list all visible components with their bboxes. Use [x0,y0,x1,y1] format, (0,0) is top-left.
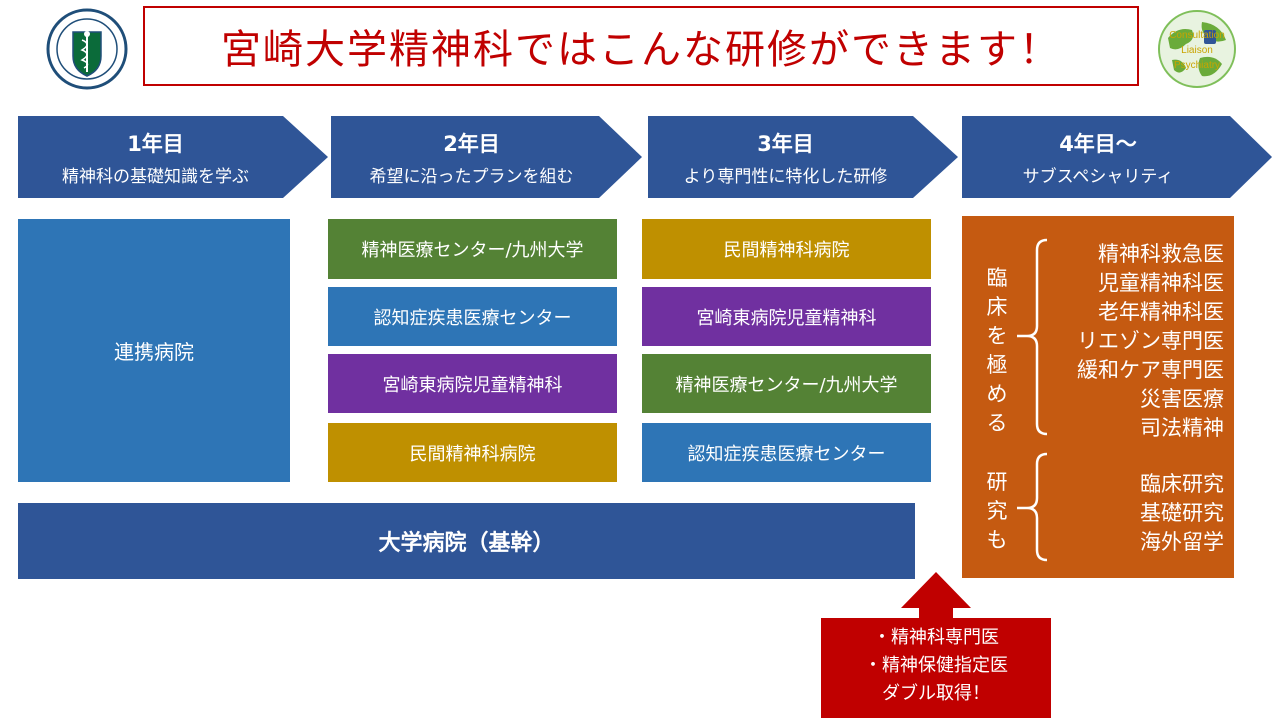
research-label: 研究も [986,470,1008,552]
year-2-label: 2年目 [443,131,500,156]
year2-item-2-label: 認知症疾患医療センター [373,307,572,329]
research-item: 海外留学 [1140,530,1224,554]
year-4-arrow: 4年目〜 サブスペシャリティ [962,116,1272,198]
clinical-list: 精神科救急医 児童精神科医 老年精神科医 リエゾン専門医 緩和ケア専門医 災害医… [1077,240,1224,443]
year2-item-1-label: 精神医療センター/九州大学 [361,240,584,261]
year3-item-2-label: 宮崎東病院児童精神科 [696,307,877,329]
research-item: 基礎研究 [1140,501,1224,525]
title-banner: 宮崎大学精神科ではこんな研修ができます！ [143,6,1139,86]
year3-item-2: 宮崎東病院児童精神科 [642,287,931,346]
year-2-arrow: 2年目 希望に沿ったプランを組む [331,116,642,198]
clinical-bracket [1017,238,1048,436]
logo-line-3: Psychiatry [1174,60,1220,71]
year3-item-1: 民間精神科病院 [642,219,931,279]
year-4-label: 4年目〜 [1059,131,1137,156]
year2-item-3: 宮崎東病院児童精神科 [328,354,617,413]
year2-item-1: 精神医療センター/九州大学 [328,219,617,279]
year-1-arrow: 1年目 精神科の基礎知識を学ぶ [18,116,328,198]
clinical-label: 臨床を極める [986,266,1008,435]
year2-item-4: 民間精神科病院 [328,423,617,482]
university-hospital-label: 大学病院（基幹） [378,531,555,556]
university-hospital-bar: 大学病院（基幹） [18,503,915,579]
research-list: 臨床研究 基礎研究 海外留学 [1140,470,1224,557]
year-3-label: 3年目 [757,131,814,156]
year2-item-2: 認知症疾患医療センター [328,287,617,346]
callout-text: ・精神科専門医 ・精神保健指定医 ダブル取得！ [821,624,1051,708]
clinical-item: 老年精神科医 [1098,300,1224,324]
year2-item-4-label: 民間精神科病院 [409,443,536,465]
year-3-desc: より専門性に特化した研修 [683,166,888,187]
faculty-of-medicine-logo [44,8,130,90]
year3-item-3: 精神医療センター/九州大学 [642,354,931,413]
affiliated-hospital-block: 連携病院 [18,219,290,482]
clinical-item: 災害医療 [1140,387,1224,411]
year-2-desc: 希望に沿ったプランを組む [369,166,574,187]
year3-item-4-label: 認知症疾患医療センター [687,443,886,465]
year-1-label: 1年目 [127,131,184,156]
year3-item-1-label: 民間精神科病院 [723,240,850,261]
research-item: 臨床研究 [1140,472,1224,496]
clinical-item: 緩和ケア専門医 [1077,358,1224,382]
research-vertical-label: 研究も [982,468,1012,555]
year-3-arrow: 3年目 より専門性に特化した研修 [648,116,958,198]
clinical-item: リエゾン専門医 [1077,329,1224,353]
page-title: 宮崎大学精神科ではこんな研修ができます！ [221,27,1061,73]
clinical-vertical-label: 臨床を極める [982,264,1012,438]
year3-item-3-label: 精神医療センター/九州大学 [675,374,898,396]
year2-item-3-label: 宮崎東病院児童精神科 [382,374,563,396]
subspecialty-panel: 臨床を極める 精神科救急医 児童精神科医 老年精神科医 リエゾン専門医 緩和ケア… [962,216,1234,578]
callout-line-3: ダブル取得！ [882,683,990,704]
affiliated-hospital-label: 連携病院 [114,340,194,364]
callout-line-2: ・精神保健指定医 [864,655,1008,676]
clinical-item: 司法精神 [1140,416,1224,440]
research-bracket [1017,452,1048,562]
logo-line-2: Liaison [1181,45,1213,56]
qualification-callout: ・精神科専門医 ・精神保健指定医 ダブル取得！ [821,572,1051,718]
clinical-item: 児童精神科医 [1098,271,1224,295]
callout-line-1: ・精神科専門医 [873,627,999,648]
year-1-desc: 精神科の基礎知識を学ぶ [62,166,249,187]
year-4-desc: サブスペシャリティ [1022,166,1174,187]
logo-line-1: Consultation [1169,30,1225,41]
clinical-item: 精神科救急医 [1098,242,1224,266]
consultation-liaison-psychiatry-logo: Consultation Liaison Psychiatry [1156,8,1238,90]
year3-item-4: 認知症疾患医療センター [642,423,931,482]
